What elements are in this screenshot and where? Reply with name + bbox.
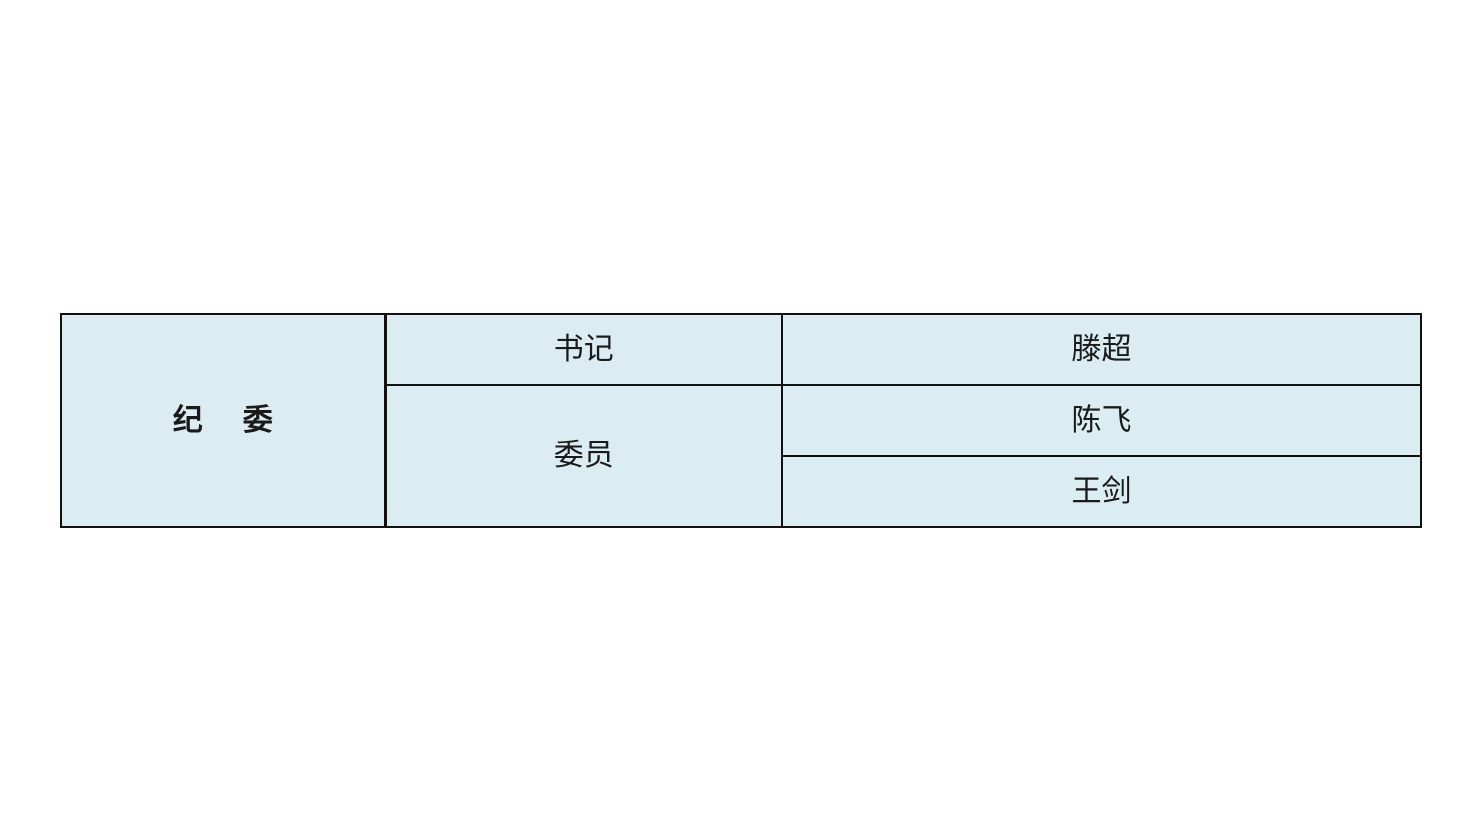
organization-char-1: 纪	[172, 402, 203, 438]
name-cell: 陈飞	[781, 384, 1422, 457]
committee-table: 纪委 书记 滕超 委员 陈飞 王剑	[60, 313, 1422, 528]
table-row: 王剑	[61, 455, 1422, 528]
role-cell-member: 委员	[384, 384, 783, 528]
table-row: 委员 陈飞	[61, 384, 1422, 528]
organization-cell: 纪委	[60, 313, 387, 528]
organization-char-2: 委	[242, 402, 273, 438]
table-row: 纪委 书记 滕超	[60, 313, 1422, 528]
name-cell: 滕超	[781, 313, 1422, 386]
name-cell: 王剑	[781, 455, 1422, 528]
role-cell-secretary: 书记	[384, 313, 783, 386]
organization-label: 纪委	[172, 402, 273, 438]
